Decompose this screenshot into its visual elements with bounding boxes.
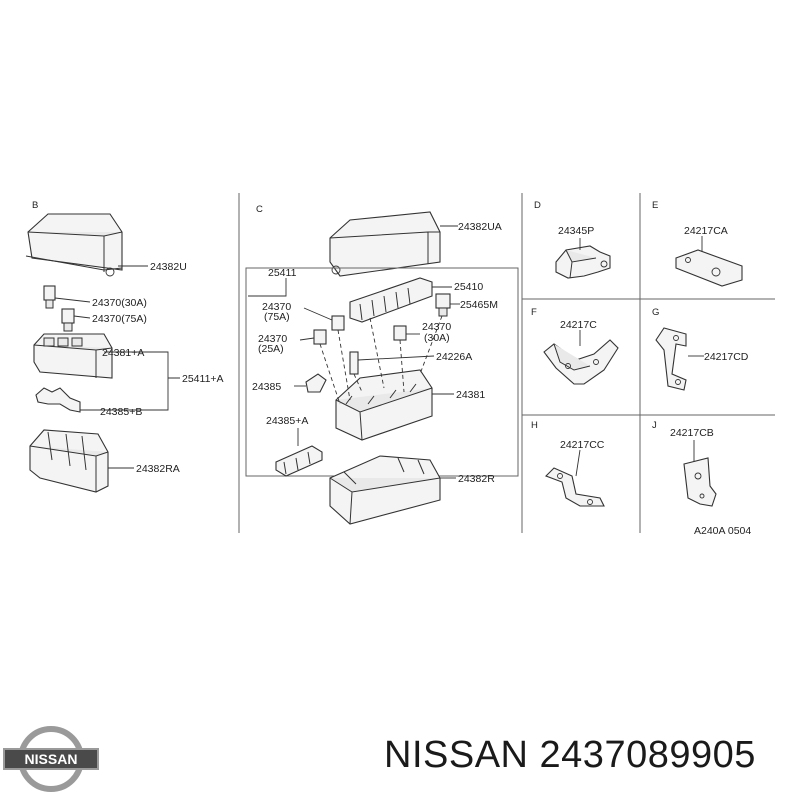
logo-bar [3, 748, 99, 770]
section-g-part [655, 327, 687, 391]
label-b-25411a: 25411+A [182, 373, 224, 385]
label-c-24385a: 24385+A [266, 415, 308, 427]
section-label-c: C [256, 204, 263, 215]
label-g-24217cd: 24217CD [704, 351, 749, 363]
section-label-f: F [531, 307, 537, 318]
section-b-block [33, 333, 113, 379]
leader-c-link [357, 355, 435, 361]
leader-c-fuse75 [303, 307, 333, 321]
label-b-24381a: 24381+A [102, 347, 144, 359]
figure-code: A240A 0504 [694, 525, 751, 537]
label-j-24217cb: 24217CB [670, 427, 714, 439]
section-f-part [543, 339, 619, 385]
label-c-24370-30a-2: (30A) [424, 332, 450, 344]
label-c-25411: 25411 [268, 267, 297, 279]
label-b-24385b: 24385+B [100, 406, 142, 418]
label-c-24382r: 24382R [458, 473, 495, 485]
section-label-e: E [652, 200, 658, 211]
label-c-24226a: 24226A [436, 351, 472, 363]
label-c-24370-75a-1: 24370 [262, 301, 291, 313]
section-b-clip [35, 387, 81, 413]
c-dash-3 [399, 339, 405, 393]
nissan-logo: NISSAN [3, 726, 99, 792]
section-c-case [329, 455, 441, 525]
section-label-j: J [652, 420, 657, 431]
label-c-24381: 24381 [456, 389, 485, 401]
section-c-link [349, 351, 359, 375]
section-c-clip-a [275, 445, 323, 477]
c-dash-4 [419, 315, 443, 375]
logo-text: NISSAN [25, 751, 78, 767]
label-c-24370-75a-2: (75A) [264, 311, 290, 323]
c-dash-2 [319, 343, 341, 405]
label-c-24370-30a-1: 24370 [422, 321, 451, 333]
section-label-h: H [531, 420, 538, 431]
section-label-g: G [652, 307, 659, 318]
c-dash-5 [353, 373, 363, 393]
section-b-case [29, 429, 109, 493]
label-h-24217cc: 24217CC [560, 439, 605, 451]
leader-c-fuse25 [299, 337, 315, 341]
brand-caption: NISSAN 2437089905 [384, 734, 756, 776]
leader-c-25411 [248, 278, 287, 297]
label-c-24370-25a-1: 24370 [258, 333, 287, 345]
leader-b-fuse75 [73, 315, 91, 319]
label-c-24382ua: 24382UA [458, 221, 502, 233]
section-label-d: D [534, 200, 541, 211]
label-c-25465m: 25465M [460, 299, 498, 311]
label-c-24385: 24385 [252, 381, 281, 393]
label-d-24345p: 24345P [558, 225, 594, 237]
section-b-cover [25, 213, 123, 277]
section-c-holder [349, 277, 433, 323]
c-dash-1 [337, 329, 351, 401]
section-j-part [683, 457, 717, 507]
section-e-part [675, 249, 743, 287]
section-d-part [555, 245, 611, 279]
label-b-24370-75a: 24370(75A) [92, 313, 147, 325]
label-b-24370-30a: 24370(30A) [92, 297, 147, 309]
section-h-part [545, 467, 605, 507]
label-b-24382u: 24382U [150, 261, 187, 273]
section-c-cover [329, 211, 441, 277]
section-label-b: B [32, 200, 38, 211]
section-c-relay [435, 293, 451, 317]
label-e-24217ca: 24217CA [684, 225, 728, 237]
leader-b-fuse30 [54, 297, 91, 303]
leader-b-bracket [160, 351, 180, 411]
section-c-clip [305, 373, 327, 393]
section-b-fuses [43, 285, 75, 332]
label-f-24217c: 24217C [560, 319, 597, 331]
label-c-25410: 25410 [454, 281, 483, 293]
c-dash-6 [369, 317, 385, 389]
leader-h [575, 449, 581, 477]
section-c-block [335, 369, 433, 441]
label-c-24370-25a-2: (25A) [258, 343, 284, 355]
label-b-24382ra: 24382RA [136, 463, 180, 475]
